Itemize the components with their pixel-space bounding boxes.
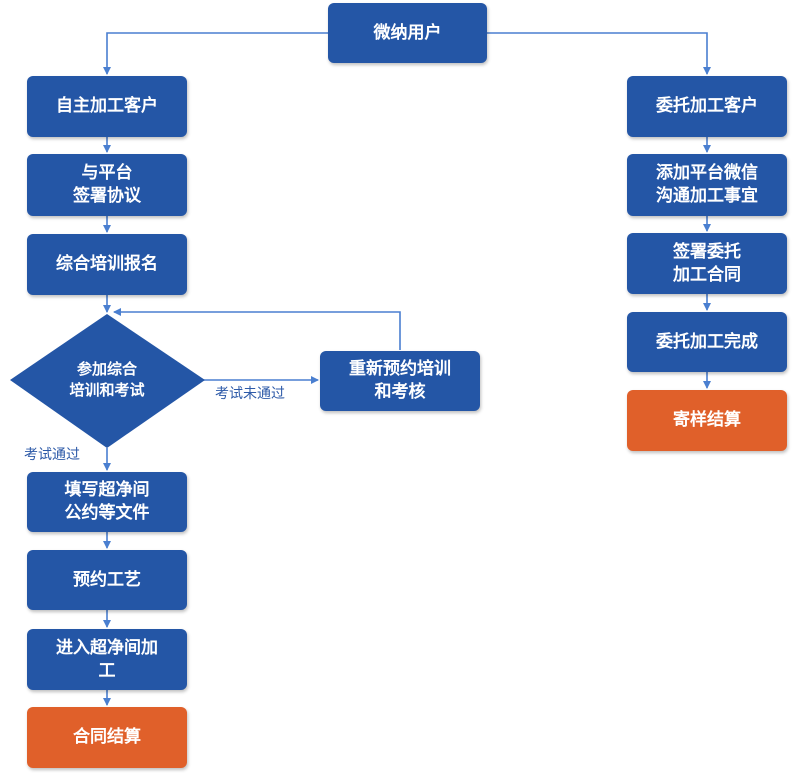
processing-complete-label: 委托加工完成 [656,331,758,352]
fill-documents-label: 填写超净间 公约等文件 [64,480,150,523]
sign-contract-label: 签署委托 加工合同 [673,241,741,285]
contract-settlement-node: 合同结算 [27,707,187,768]
sign-agreement-node: 与平台 签署协议 [27,154,187,216]
fill-documents-node: 填写超净间 公约等文件 [27,472,187,532]
enter-cleanroom-label: 进入超净间加 工 [56,637,158,681]
enter-cleanroom-node: 进入超净间加 工 [27,629,187,690]
entrusted-client-node: 委托加工客户 [627,76,787,137]
book-process-node: 预约工艺 [27,550,187,610]
retry-booking-node: 重新预约培训 和考核 [320,351,480,411]
add-wechat-node: 添加平台微信 沟通加工事宜 [627,154,787,216]
sign-agreement-label: 与平台 签署协议 [73,163,141,206]
training-registration-node: 综合培训报名 [27,234,187,295]
sign-contract-node: 签署委托 加工合同 [627,233,787,294]
self-processing-client-label: 自主加工客户 [56,96,158,116]
edge-retry-back [113,308,401,350]
entrusted-client-label: 委托加工客户 [656,96,758,116]
contract-settlement-label: 合同结算 [73,727,141,747]
sample-settlement-label: 寄样结算 [673,410,741,430]
decision-diamond [10,314,205,448]
edge-root-to-self-processing [103,32,328,75]
training-registration-label: 综合培训报名 [56,254,158,274]
edge-root-to-entrusted [487,32,711,75]
decision-label: 参加综合 培训和考试 [69,360,145,399]
self-processing-client-node: 自主加工客户 [27,76,187,137]
add-wechat-label: 添加平台微信 沟通加工事宜 [656,163,758,206]
root-node-label: 微纳用户 [373,22,442,43]
root-node: 微纳用户 [328,3,487,63]
book-process-label: 预约工艺 [73,569,141,590]
sample-settlement-node: 寄样结算 [627,390,787,451]
exam-pass-label: 考试通过 [24,447,80,463]
retry-booking-label: 重新预约培训 和考核 [349,359,451,402]
processing-complete-node: 委托加工完成 [627,312,787,372]
exam-fail-label: 考试未通过 [215,386,285,402]
